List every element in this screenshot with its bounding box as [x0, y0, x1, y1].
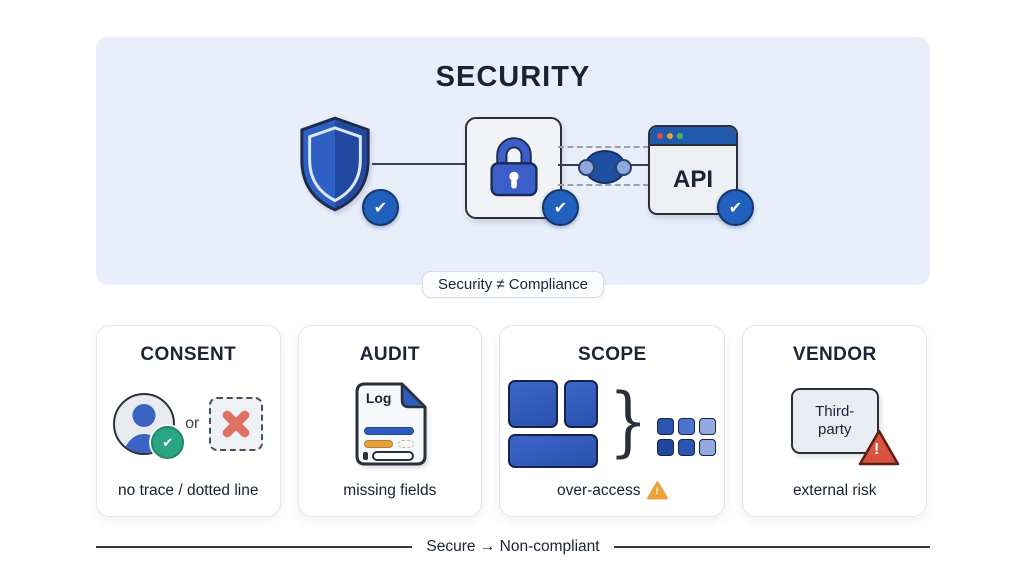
dashed-connector [558, 117, 649, 215]
security-compliance-badge: Security ≠ Compliance [422, 271, 604, 298]
consent-icon-area: ✔ or [105, 366, 272, 482]
scope-block-wide [508, 433, 599, 468]
card-vendor: VENDOR Third- party ! external risk [742, 325, 927, 517]
grid-cell [699, 417, 717, 435]
log-field-partial [363, 440, 393, 448]
lock-icon [489, 137, 538, 197]
network-node-icon [578, 150, 632, 184]
warning-triangle [646, 481, 668, 500]
lock-card [465, 117, 562, 219]
footer: Secure → Non-compliant [96, 538, 931, 556]
node-port-left [578, 159, 595, 176]
security-title: SECURITY [435, 61, 591, 93]
no-consent-icon [209, 397, 264, 451]
check-badge-shield: ✔ [362, 189, 399, 226]
card-scope: SCOPE } [499, 325, 726, 517]
node-port-right [615, 159, 632, 176]
scope-icon-area: } [508, 366, 717, 481]
scope-block-tall [564, 379, 599, 428]
card-title: SCOPE [578, 344, 647, 365]
third-party-label-line1: Third- [815, 403, 855, 420]
connector-line [372, 163, 466, 165]
vendor-icon-area: Third- party ! [751, 366, 918, 482]
scope-mini-grid-icon [657, 417, 717, 456]
risk-triangle [858, 429, 899, 466]
exclaim-icon: ! [655, 486, 659, 496]
grid-cell [678, 438, 696, 456]
card-caption: no trace / dotted line [118, 482, 259, 499]
consent-check-badge: ✔ [151, 426, 185, 459]
grid-cell [657, 417, 675, 435]
log-field-filled [363, 427, 414, 435]
footer-divider-left [96, 546, 413, 548]
scope-blocks-icon [508, 379, 600, 468]
card-caption: over-access ! [557, 481, 668, 500]
api-label: API [672, 165, 713, 193]
check-badge-lock: ✔ [542, 189, 579, 226]
audit-icon-area: Log [307, 366, 474, 482]
check-icon: ✔ [162, 434, 174, 450]
check-icon: ✔ [373, 199, 388, 217]
card-caption: missing fields [343, 482, 437, 499]
card-caption: external risk [792, 482, 877, 499]
window-titlebar [650, 127, 736, 146]
shield-icon [300, 116, 370, 212]
warning-triangle-icon: ! [646, 481, 668, 500]
risk-triangle-icon: ! [857, 428, 901, 468]
log-field-bullet [362, 452, 368, 460]
card-consent: CONSENT ✔ or [96, 325, 281, 517]
card-title: AUDIT [359, 344, 420, 365]
brace-icon: } [608, 375, 648, 465]
log-field-missing [397, 440, 414, 448]
log-field-empty [371, 451, 414, 461]
window-dot-red-icon [657, 132, 663, 139]
footer-label: Secure → Non-compliant [426, 538, 600, 555]
grid-cell [657, 438, 675, 456]
third-party-box-icon: Third- party [790, 388, 879, 454]
scope-block-large [508, 379, 559, 428]
window-dot-yellow-icon [667, 132, 673, 139]
avatar-head [132, 404, 156, 427]
dashed-line-bottom [558, 184, 649, 186]
card-title: VENDOR [792, 344, 877, 365]
check-icon: ✔ [728, 199, 743, 217]
exclaim-icon: ! [874, 441, 880, 458]
user-avatar-icon: ✔ [113, 393, 185, 459]
security-flow: API ✔ ✔ ✔ [96, 37, 930, 285]
grid-cell [678, 417, 696, 435]
security-panel: SECURITY [96, 37, 930, 298]
log-label: Log [365, 390, 392, 406]
log-document-icon: Log [353, 382, 427, 466]
check-badge-api: ✔ [717, 189, 754, 226]
api-window-icon: API [648, 125, 738, 215]
window-dot-green-icon [677, 132, 683, 139]
caption-text: over-access [556, 481, 641, 499]
dashed-line-top [558, 146, 649, 148]
card-title: CONSENT [140, 344, 237, 365]
grid-cell [699, 438, 717, 456]
card-audit: AUDIT Log missing fields [297, 325, 483, 517]
cards-row: CONSENT ✔ or [96, 325, 927, 517]
footer-divider-right [613, 546, 931, 548]
third-party-label-line2: party [818, 421, 852, 438]
or-label: or [185, 415, 200, 432]
check-icon: ✔ [553, 199, 568, 217]
